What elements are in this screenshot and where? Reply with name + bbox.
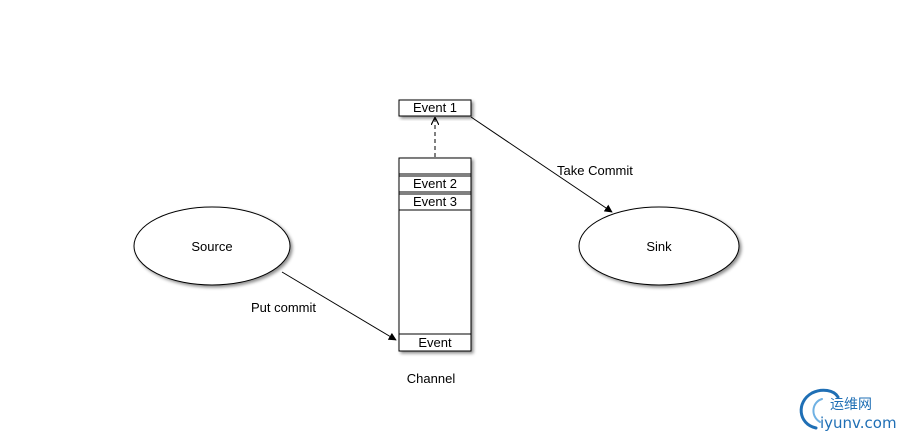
source-label: Source xyxy=(191,239,232,254)
channel-label: Channel xyxy=(407,371,456,386)
take-commit-arrow xyxy=(470,116,613,213)
channel-slot-event2 xyxy=(398,175,472,193)
take-commit-label: Take Commit xyxy=(557,163,633,178)
watermark-swirl-icon xyxy=(799,388,840,430)
source-node: Source xyxy=(133,206,291,286)
event1-box xyxy=(398,99,472,117)
sink-node: Sink xyxy=(578,206,740,286)
sink-label: Sink xyxy=(646,239,672,254)
watermark-domain: iyunv.com xyxy=(820,414,897,432)
source-ellipse xyxy=(133,206,291,286)
watermark-chinese: 运维网 xyxy=(830,397,872,413)
channel-slot-event-label: Event xyxy=(418,335,452,350)
put-commit-arrow xyxy=(281,271,397,341)
channel-slot-event2-label: Event 2 xyxy=(413,176,457,191)
channel-slot-empty xyxy=(398,157,472,175)
event1-node: Event 1 xyxy=(398,99,472,117)
channel-slot-event3 xyxy=(398,193,472,211)
put-commit-label: Put commit xyxy=(251,300,316,315)
channel-node: Event 2 Event 3 Event xyxy=(398,157,472,352)
event1-label: Event 1 xyxy=(413,100,457,115)
watermark: 运维网 iyunv.com xyxy=(799,388,897,432)
channel-slot-event xyxy=(398,333,472,352)
sink-ellipse xyxy=(578,206,740,286)
channel-slot-event3-label: Event 3 xyxy=(413,194,457,209)
